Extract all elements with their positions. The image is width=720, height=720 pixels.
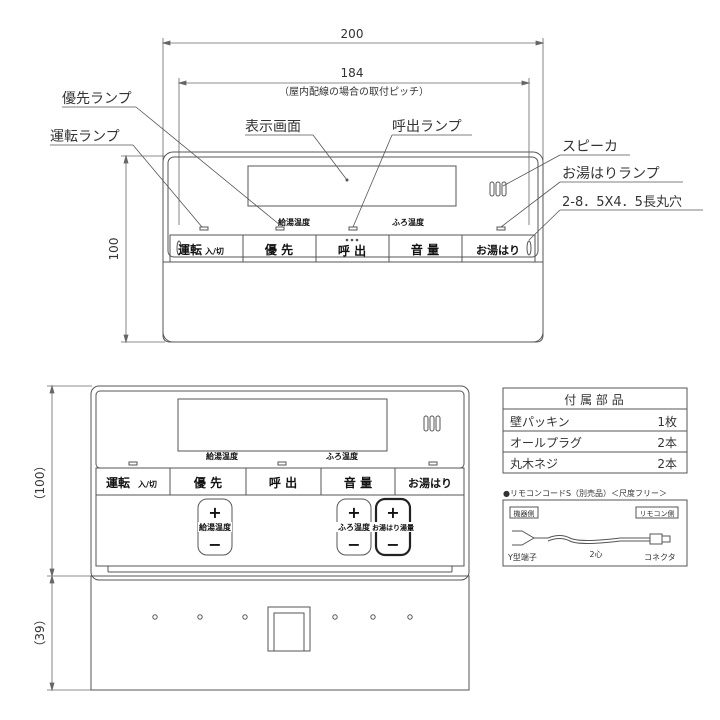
dim-100-paren: （100） xyxy=(33,460,47,507)
callout-display-screen: 表示画面 xyxy=(245,119,301,135)
cord-y-terminal: Y型端子 xyxy=(507,552,537,562)
accessories-table xyxy=(502,387,688,474)
pitch-note: （屋内配線の場合の取付ピッチ） xyxy=(279,85,429,98)
callout-leaders xyxy=(50,106,703,241)
cord-remote-side: リモコン側 xyxy=(640,509,675,518)
volume-button-top: 音 量 xyxy=(411,242,439,257)
supply-temp-key-label: 給湯温度 xyxy=(199,522,232,532)
callout-slot-hole: 2-8．5X4．5長丸穴 xyxy=(562,195,682,210)
bath-temp-minus: − xyxy=(347,535,360,554)
dim-100: 100 xyxy=(107,238,121,261)
cord-connector: コネクタ xyxy=(644,553,676,562)
top-view-body xyxy=(162,151,544,343)
call-button-top: 呼 出 xyxy=(338,243,366,258)
bath-volume-minus: − xyxy=(386,535,399,554)
front-view-body xyxy=(90,385,470,581)
callout-priority-lamp: 優先ランプ xyxy=(62,91,132,107)
cord-device-side: 機器側 xyxy=(514,509,535,518)
supply-temp-minus: − xyxy=(208,535,221,554)
bath-volume-plus: + xyxy=(386,503,399,522)
run-sub-label-front: 入/切 xyxy=(137,479,157,489)
accessory-name: オールプラグ xyxy=(510,436,582,450)
dim-184: 184 xyxy=(341,66,364,80)
speaker-icon xyxy=(489,181,507,197)
dim-200: 200 xyxy=(341,27,364,41)
dim-39-paren: （39） xyxy=(33,613,47,652)
callout-bath-fill-lamp: お湯はりランプ xyxy=(562,165,660,182)
bath-temp-plus: + xyxy=(347,503,360,522)
call-button-front: 呼 出 xyxy=(269,475,297,490)
bath-volume-key-label: お湯はり湯量 xyxy=(372,523,414,532)
accessory-name: 丸木ネジ xyxy=(510,457,558,471)
callout-call-lamp: 呼出ランプ xyxy=(392,119,462,135)
cord-diagram xyxy=(502,499,688,567)
bath-fill-button-top: お湯はり xyxy=(476,243,520,257)
base-view xyxy=(90,575,470,691)
accessory-name: 壁パッキン xyxy=(510,414,570,429)
callout-speaker: スピーカ xyxy=(562,139,618,155)
cord-title: ●リモコンコードS（別売品）＜尺度フリー＞ xyxy=(503,488,667,498)
accessory-qty: 2本 xyxy=(657,457,677,471)
run-button-top: 運転 xyxy=(178,242,202,257)
dimension-lines xyxy=(121,38,545,344)
cord-core: 2心 xyxy=(589,550,602,559)
accessory-qty: 2本 xyxy=(657,436,677,450)
volume-button-front: 音 量 xyxy=(344,475,372,490)
dimension-lines-bottom xyxy=(47,384,92,692)
bath-temp-label-front: ふろ温度 xyxy=(326,451,359,461)
bath-fill-button-front: お湯はり xyxy=(408,476,452,490)
supply-temp-label-front: 給湯温度 xyxy=(206,451,239,461)
bath-temp-label-top: ふろ温度 xyxy=(392,217,425,227)
accessory-qty: 1枚 xyxy=(657,414,677,429)
bath-temp-key-label: ふろ温度 xyxy=(338,522,371,532)
priority-button-front: 優 先 xyxy=(193,475,222,490)
accessories-title: 付 属 部 品 xyxy=(564,392,623,407)
call-dots xyxy=(345,238,359,242)
run-button-front: 運転 xyxy=(106,475,130,490)
supply-temp-plus: + xyxy=(208,503,221,522)
base-holes xyxy=(152,614,413,620)
front-speaker-icon xyxy=(423,415,441,432)
run-sub-label-top: 入/切 xyxy=(204,246,224,256)
supply-temp-label-top: 給湯温度 xyxy=(278,217,311,227)
callout-run-lamp: 運転ランプ xyxy=(50,129,120,145)
priority-button-top: 優 先 xyxy=(264,242,293,257)
